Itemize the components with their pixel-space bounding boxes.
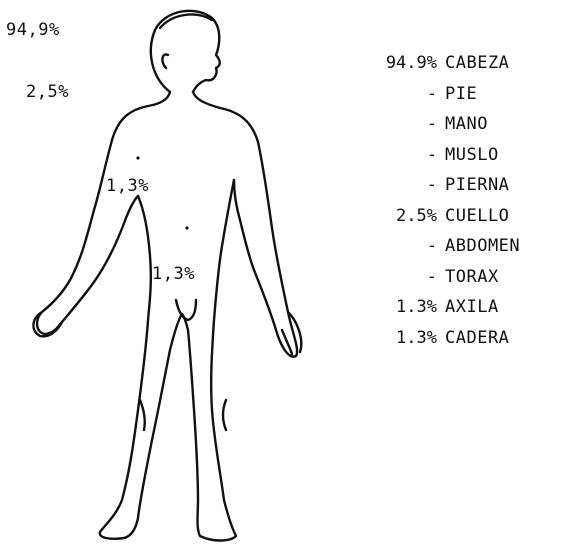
legend-body-part: CABEZA (445, 53, 560, 73)
legend-body-part: MUSLO (445, 145, 560, 165)
left-inner-arm (100, 196, 182, 539)
right-hand-outline (282, 312, 301, 354)
legend-percentage: 1.3% (355, 328, 445, 348)
legend-row: 94.9%CABEZA (355, 48, 560, 79)
axilla-dot (136, 156, 139, 159)
legend-body-part: MANO (445, 114, 560, 134)
legend-percentage: - (355, 175, 445, 195)
legend-percentage: - (355, 114, 445, 134)
legend-body-part: CADERA (445, 328, 560, 348)
callout-neck: 2,5% (26, 84, 69, 101)
legend-body-part: PIERNA (445, 175, 560, 195)
legend-percentage: - (355, 236, 445, 256)
crotch-outline (176, 300, 196, 320)
callout-hip: 1,3% (152, 266, 195, 283)
legend-body-part: TORAX (445, 267, 560, 287)
legend-row: -TORAX (355, 262, 560, 293)
legend-row: -MANO (355, 109, 560, 140)
legend-row: -MUSLO (355, 140, 560, 171)
legend-row: -PIERNA (355, 170, 560, 201)
legend-percentage: 94.9% (355, 53, 445, 73)
callout-axilla: 1,3% (106, 178, 149, 195)
legend-body-part: AXILA (445, 297, 560, 317)
right-side-outline (193, 92, 297, 357)
legend-percentage: - (355, 84, 445, 104)
legend-row: -PIE (355, 79, 560, 110)
legend-row: -ABDOMEN (355, 231, 560, 262)
legend-body-part: CUELLO (445, 206, 560, 226)
legend-body-part: PIE (445, 84, 560, 104)
legend-percentage: - (355, 267, 445, 287)
legend-percentage: 2.5% (355, 206, 445, 226)
legend-percentage: 1.3% (355, 297, 445, 317)
right-inner-arm (182, 180, 236, 541)
callout-head: 94,9% (6, 22, 60, 39)
ear-outline (162, 54, 168, 68)
head-outline (151, 11, 220, 92)
legend-row: 1.3%CADERA (355, 323, 560, 354)
legend-row: 2.5%CUELLO (355, 201, 560, 232)
legend-body-part: ABDOMEN (445, 236, 560, 256)
navel-dot (185, 226, 188, 229)
legend-row: 1.3%AXILA (355, 292, 560, 323)
legend-percentage: - (355, 145, 445, 165)
